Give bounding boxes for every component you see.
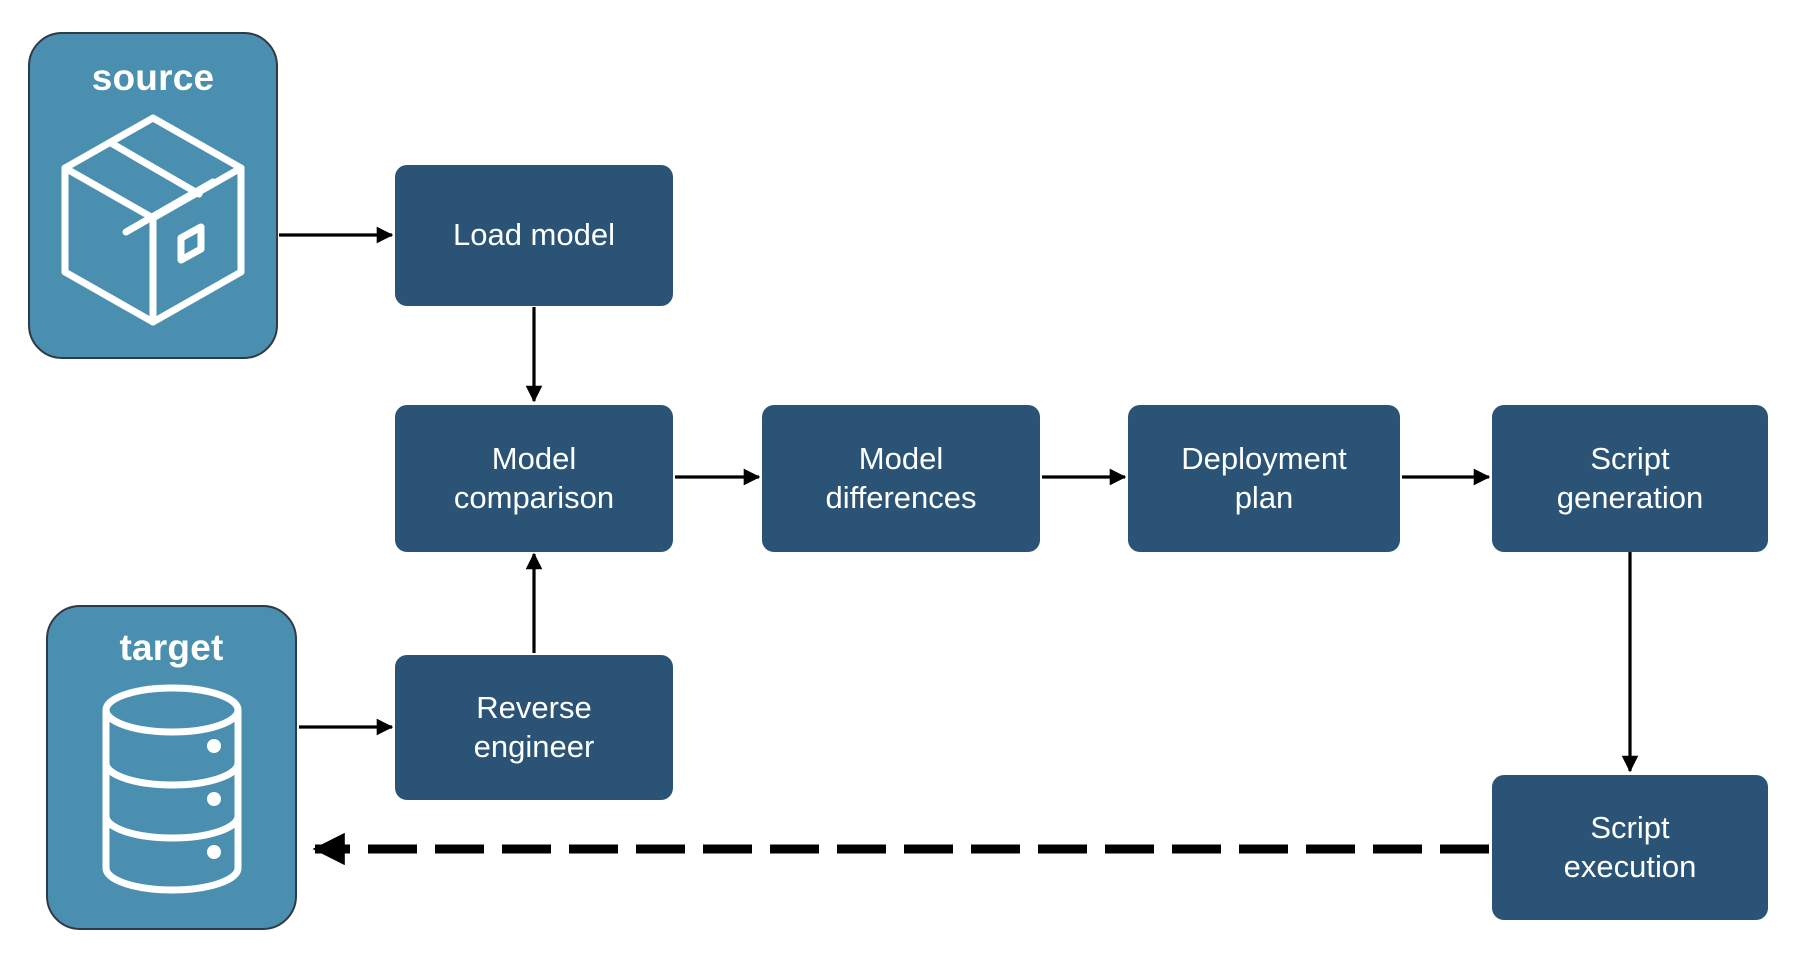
endpoint-source[interactable]: source bbox=[28, 32, 278, 359]
node-load-model[interactable]: Load model bbox=[395, 165, 673, 306]
node-script-execution-label: Script execution bbox=[1563, 809, 1697, 884]
endpoint-target[interactable]: target bbox=[46, 605, 297, 930]
node-model-differences-label: Model differences bbox=[825, 440, 977, 515]
node-script-generation-label: Script generation bbox=[1556, 440, 1704, 515]
node-reverse-engineer-label: Reverse engineer bbox=[473, 689, 595, 764]
package-box-icon bbox=[61, 114, 245, 326]
node-model-comparison[interactable]: Model comparison bbox=[395, 405, 673, 552]
endpoint-target-label: target bbox=[119, 627, 224, 668]
node-model-comparison-label: Model comparison bbox=[453, 440, 615, 515]
node-script-generation[interactable]: Script generation bbox=[1492, 405, 1768, 552]
node-deployment-plan[interactable]: Deployment plan bbox=[1128, 405, 1400, 552]
database-cylinder-icon bbox=[102, 684, 241, 894]
node-model-differences[interactable]: Model differences bbox=[762, 405, 1040, 552]
node-script-execution[interactable]: Script execution bbox=[1492, 775, 1768, 920]
node-deployment-plan-label: Deployment plan bbox=[1181, 440, 1347, 515]
node-load-model-label: Load model bbox=[452, 217, 615, 253]
node-reverse-engineer[interactable]: Reverse engineer bbox=[395, 655, 673, 800]
endpoint-source-label: source bbox=[91, 57, 215, 98]
